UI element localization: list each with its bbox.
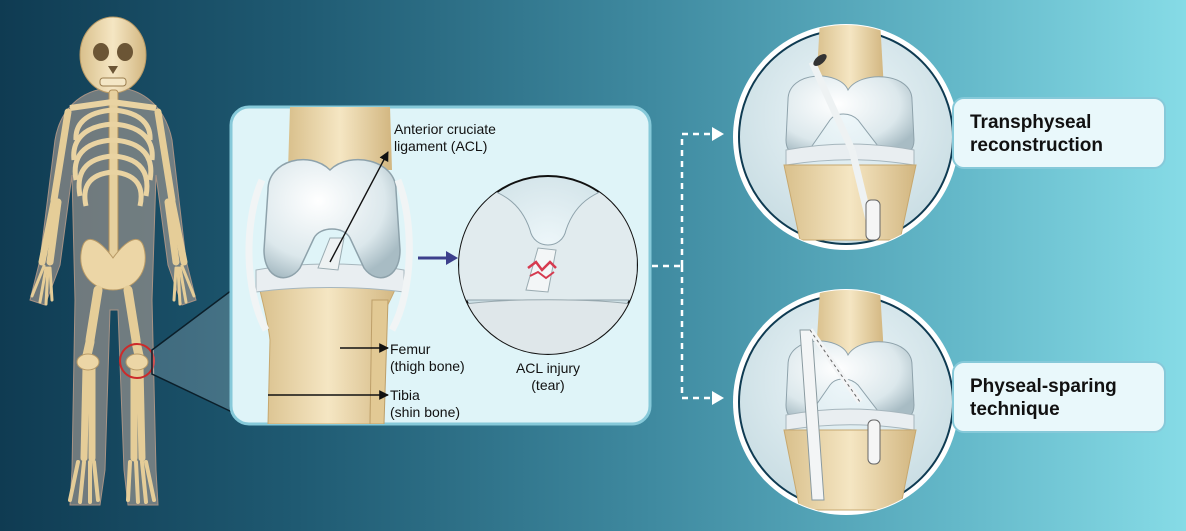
acl-injury-zoom xyxy=(458,175,638,355)
arm-bones xyxy=(38,108,188,266)
femur-label: Femur (thigh bone) xyxy=(390,341,465,374)
pelvis xyxy=(80,238,146,291)
femoral-condyles xyxy=(263,158,401,279)
injury-label: ACL injury (tear) xyxy=(515,360,581,393)
transphyseal-label-box: Transphyseal reconstruction xyxy=(952,97,1166,169)
knee-anatomy xyxy=(245,107,413,424)
knee-highlight-ring xyxy=(119,343,155,379)
physeal-sparing-circle xyxy=(733,289,959,515)
physeal-sparing-label-box: Physeal-sparing technique xyxy=(952,361,1166,433)
acl-ligament xyxy=(317,237,345,271)
transphyseal-circle xyxy=(733,24,959,250)
acl-label: Anterior cruciate ligament (ACL) xyxy=(394,121,496,154)
acl-leader-line xyxy=(329,151,389,263)
tear-mark xyxy=(527,260,557,272)
tibia-label: Tibia (shin bone) xyxy=(390,387,461,420)
rib-cage xyxy=(71,107,155,207)
femur-shaft xyxy=(288,107,392,170)
zoom-wedge xyxy=(151,288,233,414)
spine xyxy=(108,89,119,261)
dashed-connectors xyxy=(652,132,716,400)
skeleton-figure xyxy=(29,16,197,506)
